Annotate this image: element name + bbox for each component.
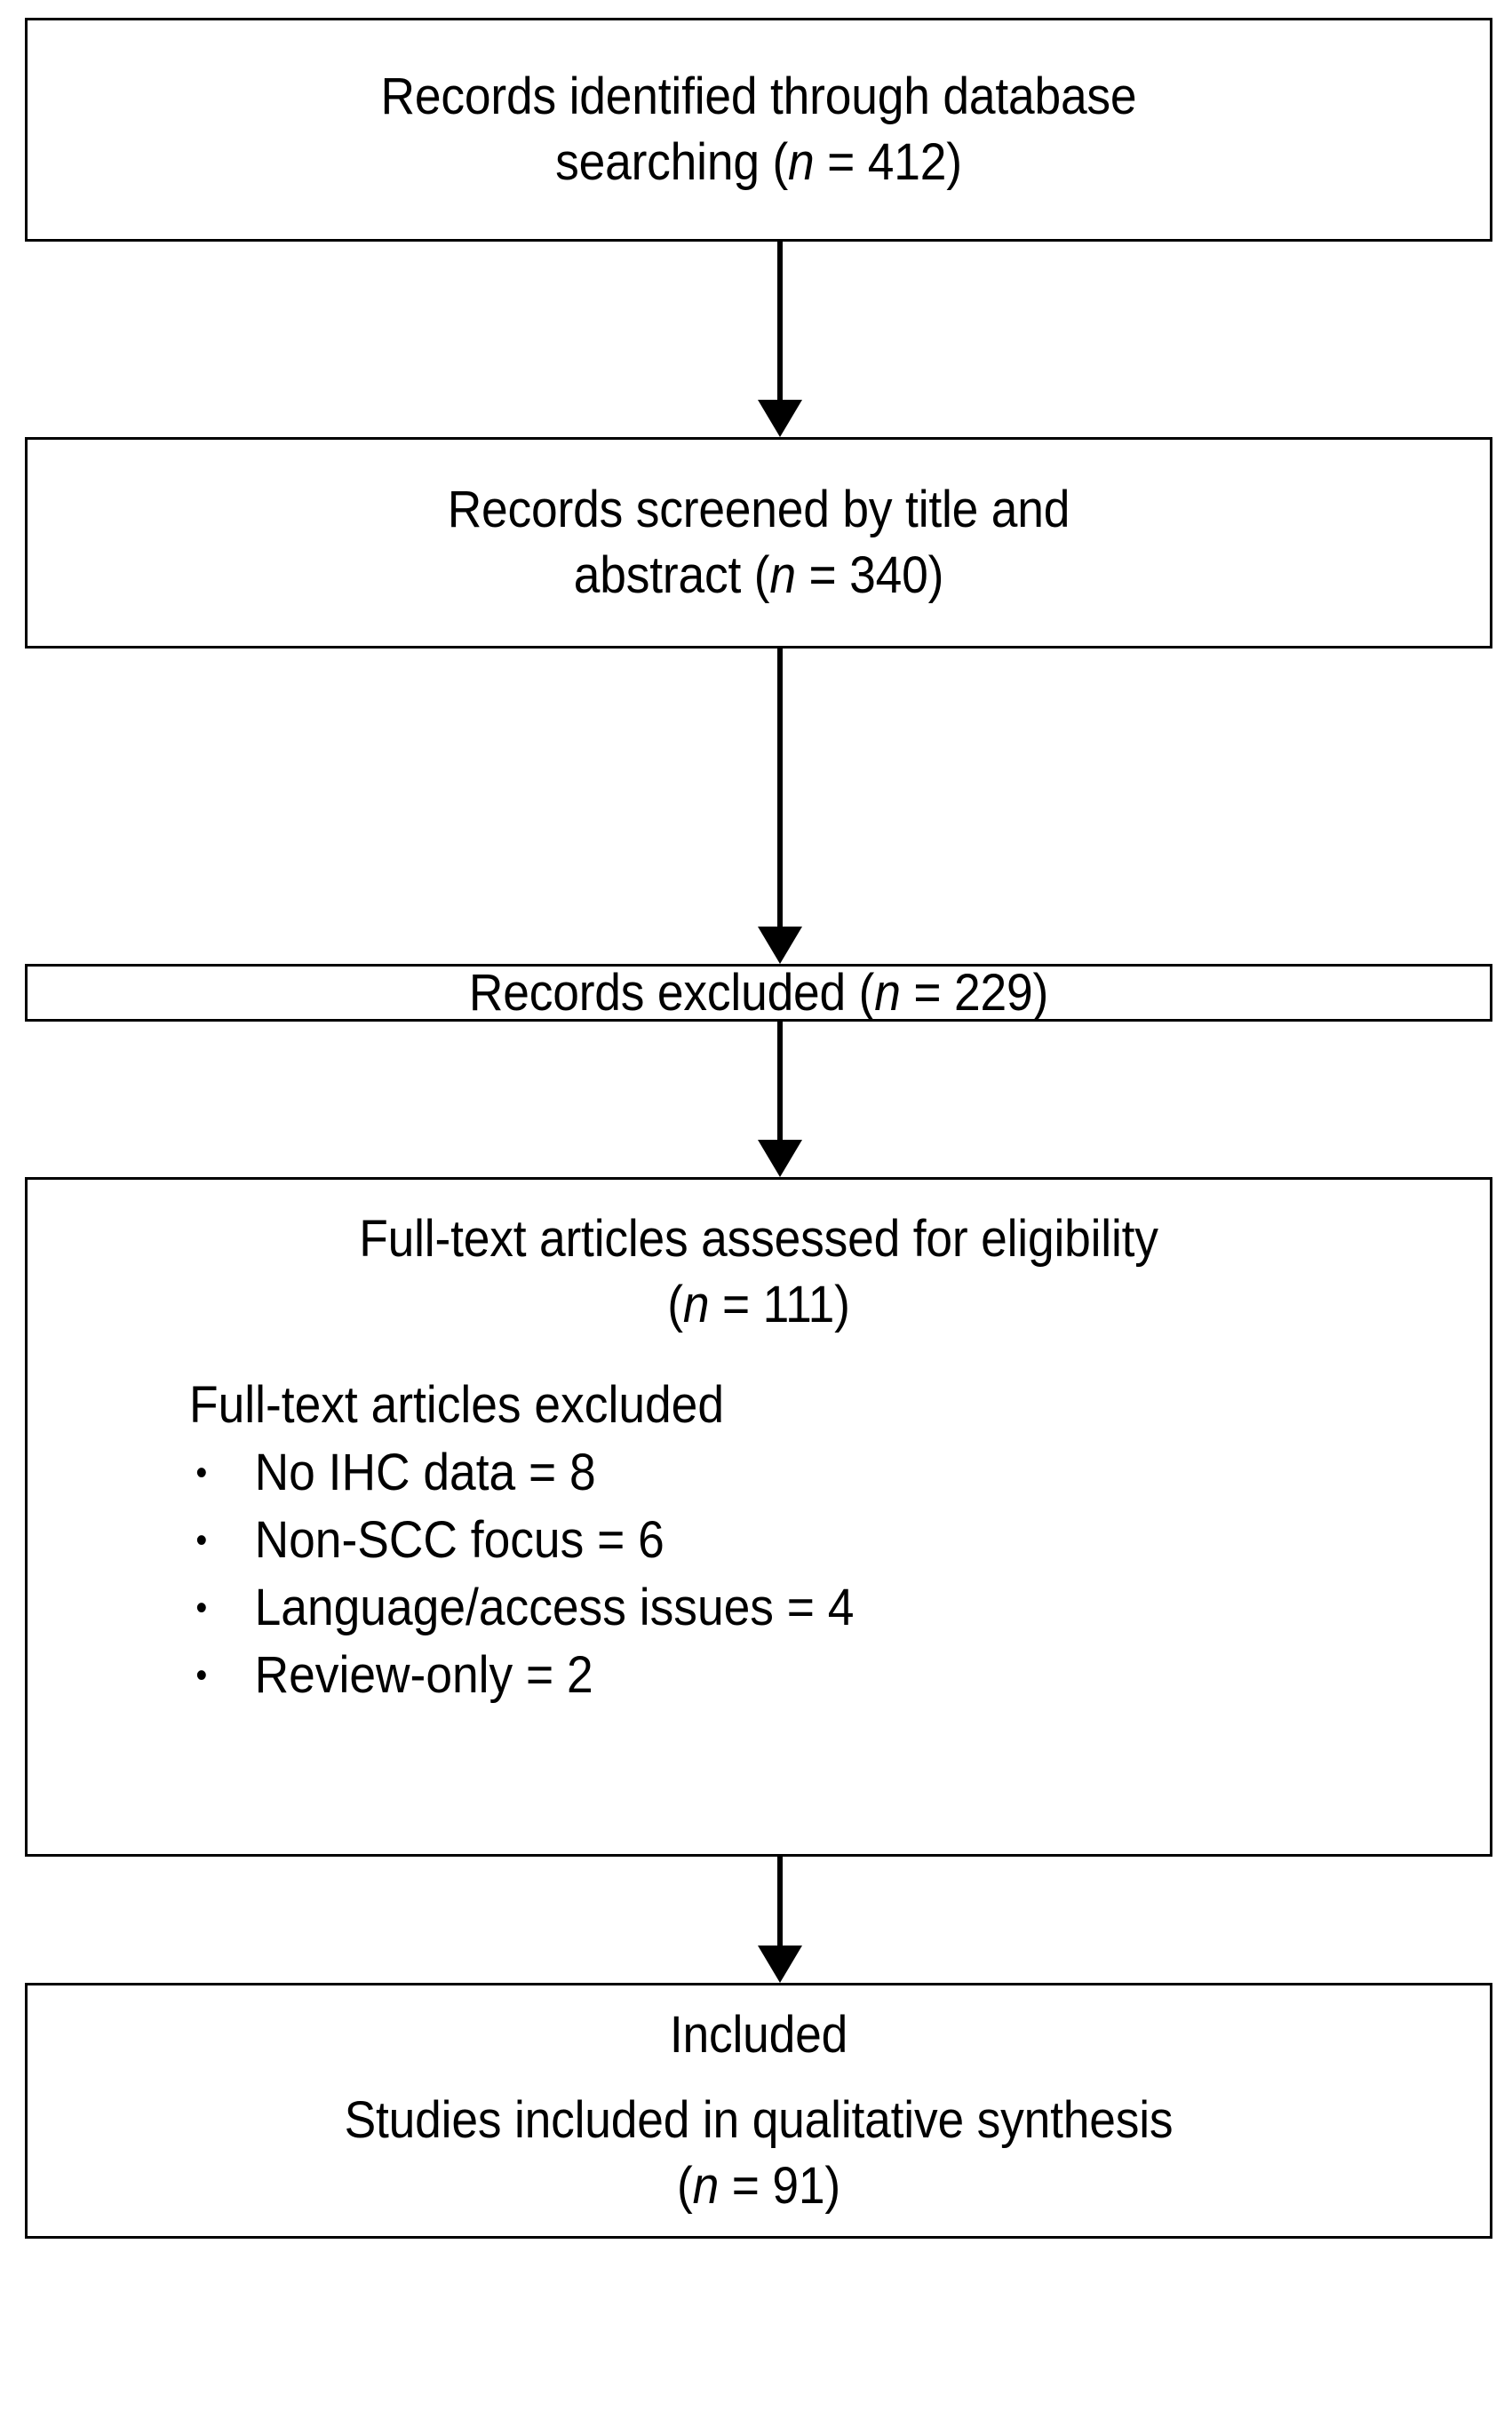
box-line-included-3: (n = 91) bbox=[86, 2153, 1431, 2219]
arrow-stem bbox=[777, 242, 783, 400]
identified-n-symbol: n bbox=[788, 133, 815, 191]
screened-count-prefix: abstract ( bbox=[573, 546, 770, 604]
list-item: • Review-only = 2 bbox=[189, 1642, 1386, 1709]
arrow-excluded-to-eligibility bbox=[758, 1022, 802, 1177]
flow-box-records-screened: Records screened by title and abstract (… bbox=[25, 437, 1492, 649]
box-line-identified-2: searching (n = 412) bbox=[86, 130, 1431, 195]
fulltext-exclusions-block: Full-text articles excluded • No IHC data… bbox=[28, 1372, 1490, 1709]
identified-count-prefix: searching ( bbox=[555, 133, 789, 191]
included-n-symbol: n bbox=[692, 2157, 720, 2215]
excluded-count-prefix: Records excluded ( bbox=[468, 963, 875, 1022]
included-count-prefix: ( bbox=[677, 2157, 693, 2215]
box-line-screened-2: abstract (n = 340) bbox=[86, 543, 1431, 609]
box-line-identified-1: Records identified through database bbox=[380, 68, 1137, 125]
fulltext-exclusions-heading: Full-text articles excluded bbox=[189, 1376, 725, 1434]
excluded-n-symbol: n bbox=[874, 963, 901, 1022]
exclusion-text: Non-SCC focus = 6 bbox=[254, 1511, 664, 1569]
bullet-icon: • bbox=[195, 1656, 208, 1695]
flow-box-included: Included Studies included in qualitative… bbox=[25, 1983, 1492, 2239]
arrow-head-down-icon bbox=[758, 1140, 802, 1177]
box-line-eligibility-2: (n = 111) bbox=[86, 1272, 1431, 1338]
excluded-count-suffix: = 229) bbox=[900, 963, 1049, 1022]
screened-n-symbol: n bbox=[769, 546, 796, 604]
exclusion-text: Language/access issues = 4 bbox=[254, 1579, 855, 1636]
arrow-stem bbox=[777, 1857, 783, 1946]
exclusion-text: Review-only = 2 bbox=[254, 1646, 593, 1704]
arrow-stem bbox=[777, 649, 783, 927]
arrow-screened-to-excluded bbox=[758, 649, 802, 964]
arrow-head-down-icon bbox=[758, 927, 802, 964]
arrow-head-down-icon bbox=[758, 1946, 802, 1983]
list-item: • Non-SCC focus = 6 bbox=[189, 1507, 1386, 1574]
box-line-excluded-1: Records excluded (n = 229) bbox=[86, 960, 1431, 1026]
eligibility-count-suffix: = 111) bbox=[709, 1276, 850, 1333]
eligibility-count-prefix: ( bbox=[667, 1276, 683, 1333]
included-count-suffix: = 91) bbox=[719, 2157, 840, 2215]
arrow-identified-to-screened bbox=[758, 242, 802, 437]
flow-box-records-excluded: Records excluded (n = 229) bbox=[25, 964, 1492, 1022]
box-line-included-2: Studies included in qualitative synthesi… bbox=[344, 2091, 1174, 2149]
bullet-icon: • bbox=[195, 1521, 208, 1560]
arrow-stem bbox=[777, 1022, 783, 1140]
exclusion-text: No IHC data = 8 bbox=[254, 1444, 596, 1501]
arrow-head-down-icon bbox=[758, 400, 802, 437]
box-line-screened-1: Records screened by title and bbox=[447, 481, 1070, 538]
screened-count-suffix: = 340) bbox=[795, 546, 944, 604]
bullet-icon: • bbox=[195, 1453, 208, 1492]
flow-box-fulltext-eligibility: Full-text articles assessed for eligibil… bbox=[25, 1177, 1492, 1857]
bullet-icon: • bbox=[195, 1588, 208, 1627]
box-line-eligibility-1: Full-text articles assessed for eligibil… bbox=[359, 1210, 1158, 1268]
arrow-eligibility-to-included bbox=[758, 1857, 802, 1983]
flow-box-records-identified: Records identified through database sear… bbox=[25, 18, 1492, 242]
fulltext-exclusions-list: • No IHC data = 8 • Non-SCC focus = 6 • Lan… bbox=[189, 1439, 1490, 1709]
list-item: • No IHC data = 8 bbox=[189, 1439, 1386, 1507]
list-item: • Language/access issues = 4 bbox=[189, 1574, 1386, 1642]
box-line-included-1: Included bbox=[669, 2006, 848, 2064]
eligibility-n-symbol: n bbox=[682, 1276, 710, 1333]
identified-count-suffix: = 412) bbox=[814, 133, 962, 191]
